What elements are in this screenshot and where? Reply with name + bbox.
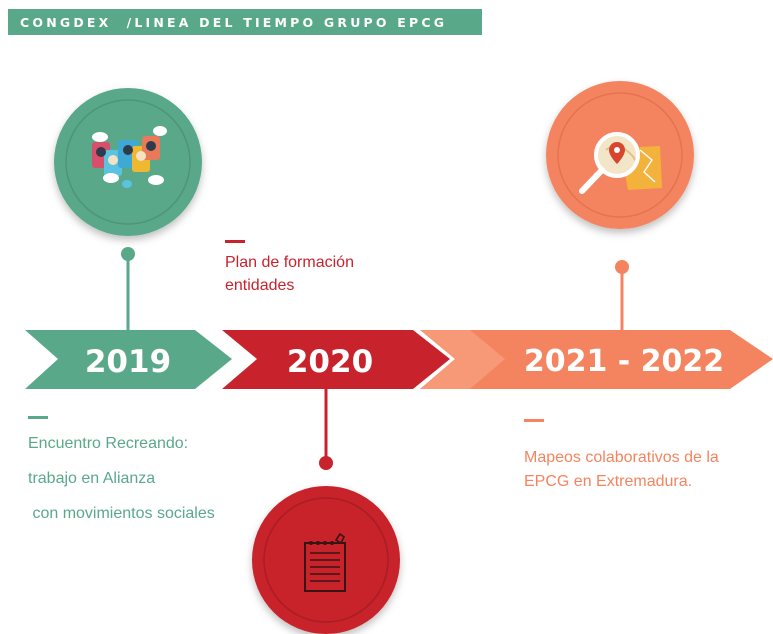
description-2019: Encuentro Recreando: trabajo en Alianza … [28, 426, 215, 531]
year-label-2019: 2019 [85, 344, 171, 380]
arrow-2020 [222, 330, 450, 389]
description-line: con movimientos sociales [28, 505, 215, 522]
connector-dot-2019 [121, 247, 135, 261]
description-line: EPCG en Extremadura. [524, 473, 693, 490]
description-line: Mapeos colaborativos de la [524, 449, 719, 466]
people-chat-icon [54, 88, 202, 236]
year-label-2021-2022: 2021 - 2022 [524, 344, 724, 379]
document-checklist-icon [252, 486, 400, 634]
connector-dot-2021 [615, 260, 629, 274]
page-title: CONGDEX /LINEA DEL TIEMPO GRUPO EPCG [20, 14, 448, 30]
description-line: trabajo en Alianza [28, 470, 156, 487]
header-bar: CONGDEX /LINEA DEL TIEMPO GRUPO EPCG [8, 9, 482, 35]
year-label-2020: 2020 [287, 344, 373, 380]
accent-dash-2020 [225, 240, 245, 243]
accent-dash-2019 [28, 416, 48, 419]
description-line: Plan de formación [225, 254, 354, 271]
magnifier-map-icon [546, 81, 694, 229]
arrow-2021 [420, 330, 773, 389]
arrow-2019 [25, 330, 232, 389]
description-2021-2022: Mapeos colaborativos de la EPCG en Extre… [524, 446, 719, 494]
connector-dot-2020 [319, 456, 333, 470]
description-2020: Plan de formación entidades [225, 251, 354, 297]
arrow-2021-highlight [420, 330, 505, 389]
accent-dash-2021 [524, 419, 544, 422]
description-line: Encuentro Recreando: [28, 435, 189, 452]
description-line: entidades [225, 277, 295, 294]
